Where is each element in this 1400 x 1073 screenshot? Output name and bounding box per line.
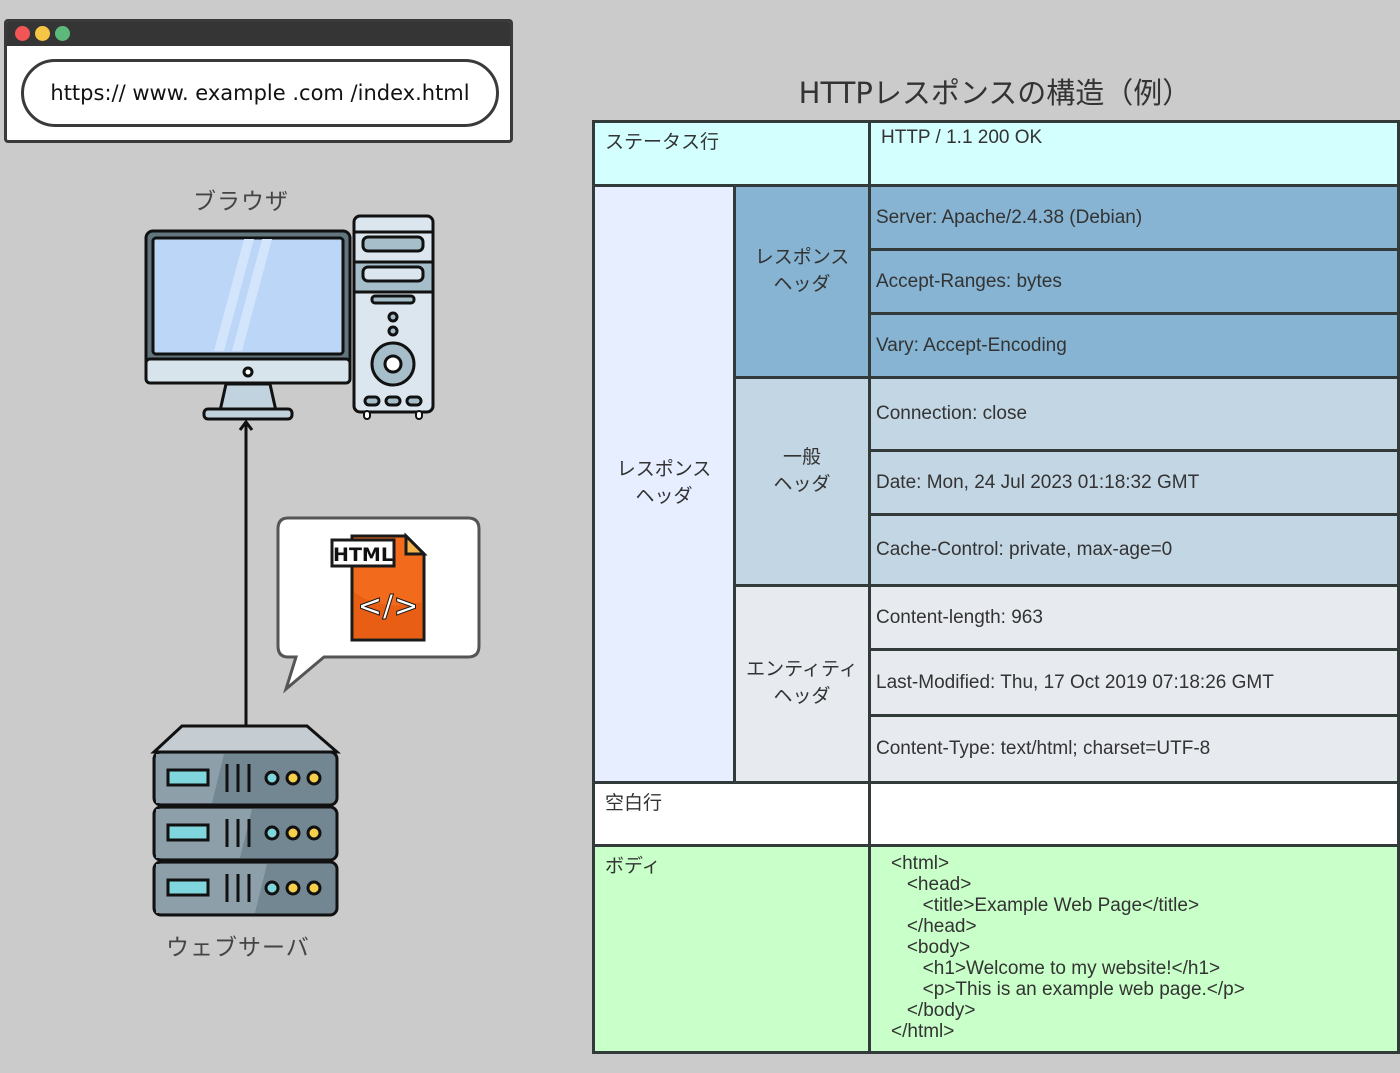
body-label: ボディ — [592, 844, 871, 1054]
minimize-dot-icon — [35, 26, 50, 41]
close-dot-icon — [15, 26, 30, 41]
header-item: Content-length: 963 — [868, 584, 1400, 651]
header-item: Last-Modified: Thu, 17 Oct 2019 07:18:26… — [868, 648, 1400, 717]
header-item: Date: Mon, 24 Jul 2023 01:18:32 GMT — [868, 449, 1400, 516]
header-item: Connection: close — [868, 376, 1400, 452]
header-item: Cache-Control: private, max-age=0 — [868, 513, 1400, 587]
maximize-dot-icon — [55, 26, 70, 41]
monitor-icon — [144, 229, 352, 421]
header-item: Content-Type: text/html; charset=UTF-8 — [868, 714, 1400, 784]
response-arrow-icon — [238, 419, 254, 728]
blank-line-label: 空白行 — [592, 781, 871, 847]
header-item: Server: Apache/2.4.38 (Debian) — [868, 184, 1400, 251]
html-file-icon: HTML </> — [330, 532, 428, 642]
url-bar: https:// www. example .com /index.html — [21, 59, 499, 127]
diagram-title: HTTPレスポンスの構造（例） — [798, 76, 1192, 110]
pc-tower-icon — [352, 214, 435, 420]
body-html-code: <html> <head> <title>Example Web Page</t… — [891, 853, 1245, 1042]
server-rack-icon — [150, 724, 342, 917]
general-header-group-label: 一般 ヘッダ — [733, 376, 871, 587]
header-item: Vary: Accept-Encoding — [868, 312, 1400, 379]
browser-label: ブラウザ — [193, 189, 289, 215]
web-server-label: ウェブサーバ — [166, 935, 310, 961]
status-line-label: ステータス行 — [592, 120, 871, 187]
code-glyph: </> — [357, 589, 418, 624]
response-header-group-label: レスポンス ヘッダ — [733, 184, 871, 379]
response-headers-label: レスポンス ヘッダ — [592, 184, 736, 784]
body-value: <html> <head> <title>Example Web Page</t… — [868, 844, 1400, 1054]
header-item: Accept-Ranges: bytes — [868, 248, 1400, 315]
html-file-tag: HTML — [333, 544, 393, 566]
entity-header-group-label: エンティティ ヘッダ — [733, 584, 871, 784]
browser-titlebar — [7, 22, 510, 46]
blank-line-value — [868, 781, 1400, 847]
status-line-value: HTTP / 1.1 200 OK — [868, 120, 1400, 187]
http-response-table: ステータス行 HTTP / 1.1 200 OK レスポンス ヘッダ レスポンス… — [592, 120, 1400, 1054]
browser-window: https:// www. example .com /index.html — [4, 19, 513, 143]
